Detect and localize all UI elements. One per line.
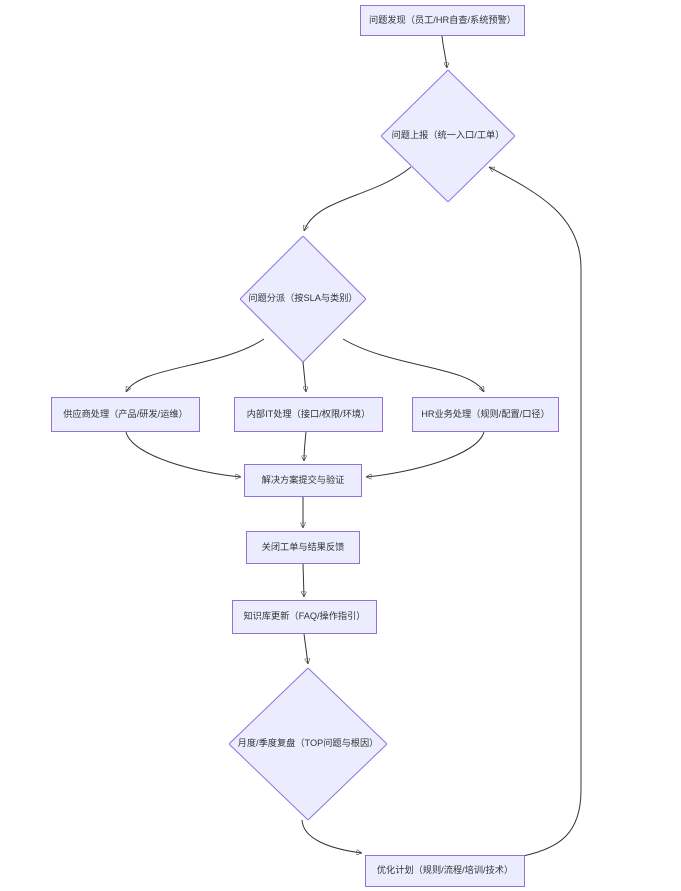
node-periodic-review: 月度/季度复盘（TOP问题与根因）: [229, 668, 387, 820]
edge-review-to-plan: [301, 819, 362, 853]
node-vendor-handling: 供应商处理（产品/研发/运维）: [51, 397, 200, 432]
edge-hr-business-to-solution: [366, 431, 485, 477]
edge-kb-to-review: [303, 633, 308, 664]
node-problem-dispatch: 问题分派（按SLA与类别）: [240, 236, 366, 362]
edge-internal-it-to-solution: [304, 431, 306, 461]
node-problem-report-label: 问题上报（统一入口/工单）: [391, 130, 505, 141]
node-vendor-handling-label: 供应商处理（产品/研发/运维）: [63, 408, 188, 419]
node-problem-discovery-label: 问题发现（员工/HR自查/系统预警）: [369, 14, 516, 25]
node-hr-business-handling-label: HR业务处理（规则/配置/口径）: [421, 408, 550, 419]
node-hr-business-handling: HR业务处理（规则/配置/口径）: [412, 397, 559, 432]
node-solution-verify: 解决方案提交与验证: [244, 464, 362, 497]
node-optimization-plan: 优化计划（规则/流程/培训/技术）: [365, 855, 525, 887]
edge-vendor-to-solution: [125, 431, 241, 477]
edge-dispatch-to-hr-business: [342, 338, 485, 392]
node-problem-report: 问题上报（统一入口/工单）: [381, 70, 515, 202]
diamond-shape: [381, 70, 515, 202]
node-solution-verify-label: 解决方案提交与验证: [261, 474, 345, 485]
edge-discovery-to-report: [441, 35, 447, 68]
diamond-shape: [240, 236, 366, 362]
node-problem-dispatch-label: 问题分派（按SLA与类别）: [248, 293, 358, 304]
edge-report-to-dispatch: [304, 166, 412, 231]
node-kb-update-label: 知识库更新（FAQ/操作指引）: [243, 611, 366, 622]
node-internal-it-handling-label: 内部IT处理（接口/权限/环境）: [246, 408, 371, 419]
edge-dispatch-to-internal-it: [302, 361, 306, 392]
node-internal-it-handling: 内部IT处理（接口/权限/环境）: [234, 397, 383, 432]
node-optimization-plan-label: 优化计划（规则/流程/培训/技术）: [376, 865, 514, 876]
node-periodic-review-label: 月度/季度复盘（TOP问题与根因）: [237, 738, 379, 749]
diamond-shape: [229, 668, 387, 820]
edge-close-to-kb: [303, 563, 304, 597]
node-close-ticket-label: 关闭工单与结果反馈: [261, 541, 345, 552]
edge-plan-to-report-loop: [489, 166, 582, 857]
node-problem-discovery: 问题发现（员工/HR自查/系统预警）: [360, 5, 525, 36]
node-close-ticket: 关闭工单与结果反馈: [246, 531, 360, 564]
edge-dispatch-to-vendor: [125, 338, 265, 392]
node-kb-update: 知识库更新（FAQ/操作指引）: [232, 600, 377, 634]
